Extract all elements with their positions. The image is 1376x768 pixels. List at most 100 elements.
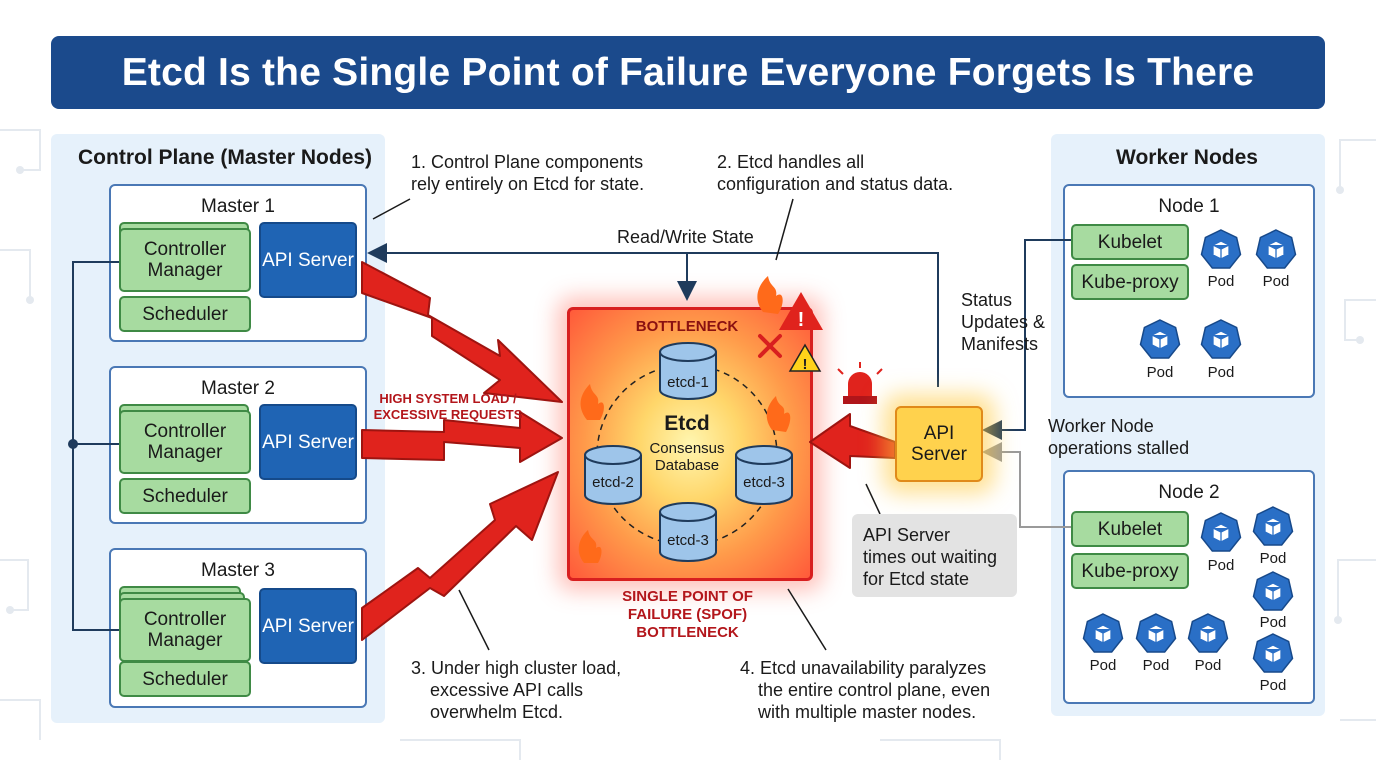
pod-icon — [1252, 633, 1294, 673]
bottleneck-label: BOTTLENECK — [635, 318, 739, 335]
bus-junction — [68, 439, 78, 449]
pointer-line-1 — [372, 198, 411, 220]
etcd-3-cylinder — [735, 455, 793, 505]
svg-text:!: ! — [803, 356, 808, 373]
etcd-2-cylinder — [584, 455, 642, 505]
pod-label: Pod — [1207, 557, 1235, 574]
pod-label: Pod — [1207, 273, 1235, 290]
etcd-sub-line1: Consensus — [649, 440, 725, 457]
status-updates-label: Status Updates & Manifests — [961, 289, 1045, 355]
scheduler-2: Scheduler — [119, 478, 251, 514]
pod-label: Pod — [1089, 657, 1117, 674]
pod-icon — [1200, 512, 1242, 552]
controller-manager-3: Controller Manager — [119, 598, 251, 662]
annotation-3-line1: 3. Under high cluster load, — [411, 658, 622, 678]
api-server-3: API Server — [259, 588, 357, 664]
node2-status-line — [982, 442, 1071, 528]
timeout-callout: API Server times out waiting for Etcd st… — [852, 514, 1017, 597]
pod-label: Pod — [1207, 364, 1235, 381]
failure-x-icon — [758, 334, 782, 358]
stalled-line2: operations stalled — [1048, 438, 1190, 458]
etcd-2-label: etcd-2 — [592, 474, 634, 491]
annotation-3: 3. Under high cluster load, excessive AP… — [411, 657, 621, 723]
master-bus-line — [72, 261, 119, 631]
load-arrow-2 — [361, 411, 563, 463]
status-line3: Manifests — [961, 334, 1039, 354]
page-title: Etcd Is the Single Point of Failure Ever… — [121, 50, 1255, 94]
scheduler-3: Scheduler — [119, 661, 251, 697]
stalled-line1: Worker Node — [1048, 416, 1154, 436]
master-2-label: Master 2 — [201, 378, 275, 399]
pod-icon — [1200, 229, 1242, 269]
annotation-3-line2: excessive API calls — [430, 680, 584, 700]
load-arrow-1 — [361, 261, 563, 403]
timeout-line1: API Server — [863, 525, 951, 545]
api-server-center: API Server — [895, 406, 983, 482]
timeout-text: API Server times out waiting for Etcd st… — [863, 524, 997, 590]
pointer-line-2 — [775, 198, 794, 261]
pod-icon — [1255, 229, 1297, 269]
controller-manager-1: Controller Manager — [119, 228, 251, 292]
annotation-4-line3: with multiple master nodes. — [758, 702, 977, 722]
high-load-label: HIGH SYSTEM LOAD / EXCESSIVE REQUESTS — [368, 391, 528, 423]
svg-text:!: ! — [798, 309, 805, 331]
pod-icon — [1252, 571, 1294, 611]
pod-label: Pod — [1142, 657, 1170, 674]
annotation-1-line2: rely entirely on Etcd for state. — [411, 174, 645, 194]
pod-label: Pod — [1259, 614, 1287, 631]
worker-stalled-label: Worker Node operations stalled — [1048, 415, 1189, 459]
etcd-1-label: etcd-1 — [667, 374, 709, 391]
pod-icon — [1252, 506, 1294, 546]
pod-label: Pod — [1259, 677, 1287, 694]
status-line2: Updates & — [961, 312, 1046, 332]
controller-manager-2: Controller Manager — [119, 410, 251, 474]
annotation-4: 4. Etcd unavailability paralyzes the ent… — [740, 657, 990, 723]
pod-label: Pod — [1194, 657, 1222, 674]
annotation-2-line1: 2. Etcd handles all — [717, 152, 865, 172]
api-server-1: API Server — [259, 222, 357, 298]
worker-nodes-title: Worker Nodes — [1116, 146, 1258, 169]
spof-label: SINGLE POINT OF FAILURE (SPOF) BOTTLENEC… — [580, 588, 795, 642]
high-load-line2: EXCESSIVE REQUESTS — [373, 407, 523, 422]
annotation-2-line2: configuration and status data. — [717, 174, 954, 194]
etcd-4-label: etcd-3 — [667, 532, 709, 549]
master-3-label: Master 3 — [201, 560, 275, 581]
pod-icon — [1082, 613, 1124, 653]
etcd-3-label: etcd-3 — [743, 474, 785, 491]
status-line1: Status — [961, 290, 1013, 310]
master-1-label: Master 1 — [201, 196, 275, 217]
title-banner: Etcd Is the Single Point of Failure Ever… — [51, 36, 1325, 109]
annotation-2: 2. Etcd handles all configuration and st… — [717, 151, 953, 195]
etcd-name: Etcd — [664, 412, 710, 435]
spof-line3: BOTTLENECK — [636, 624, 739, 641]
spof-line2: FAILURE (SPOF) — [627, 606, 748, 623]
spof-line1: SINGLE POINT OF — [622, 588, 753, 605]
etcd-1-cylinder — [659, 352, 717, 400]
warning-small-icon: ! — [788, 343, 822, 373]
annotation-4-line2: the entire control plane, even — [758, 680, 991, 700]
pod-icon — [1139, 319, 1181, 359]
annotation-1: 1. Control Plane components rely entirel… — [411, 151, 644, 195]
load-arrow-3 — [361, 471, 559, 641]
kube-proxy-node-2: Kube-proxy — [1071, 553, 1189, 589]
pod-icon — [1187, 613, 1229, 653]
node-1-label: Node 1 — [1158, 196, 1220, 217]
control-plane-title: Control Plane (Master Nodes) — [78, 146, 373, 169]
pointer-line-3 — [458, 589, 490, 651]
warning-icon: ! — [779, 292, 823, 331]
kube-proxy-node-1: Kube-proxy — [1071, 264, 1189, 300]
etcd-subtitle: Consensus Database — [632, 440, 742, 474]
pod-label: Pod — [1262, 273, 1290, 290]
flame-icon — [578, 276, 791, 563]
api-to-etcd-arrow — [809, 413, 896, 469]
timeout-line2: times out waiting — [863, 547, 998, 567]
etcd-4-cylinder — [659, 512, 717, 562]
node1-status-line — [982, 239, 1071, 440]
etcd-sub-line2: Database — [654, 457, 720, 474]
annotation-4-line1: 4. Etcd unavailability paralyzes — [740, 658, 987, 678]
kubelet-node-1: Kubelet — [1071, 224, 1189, 260]
pointer-line-timeout — [865, 483, 881, 515]
pod-label: Pod — [1259, 550, 1287, 567]
